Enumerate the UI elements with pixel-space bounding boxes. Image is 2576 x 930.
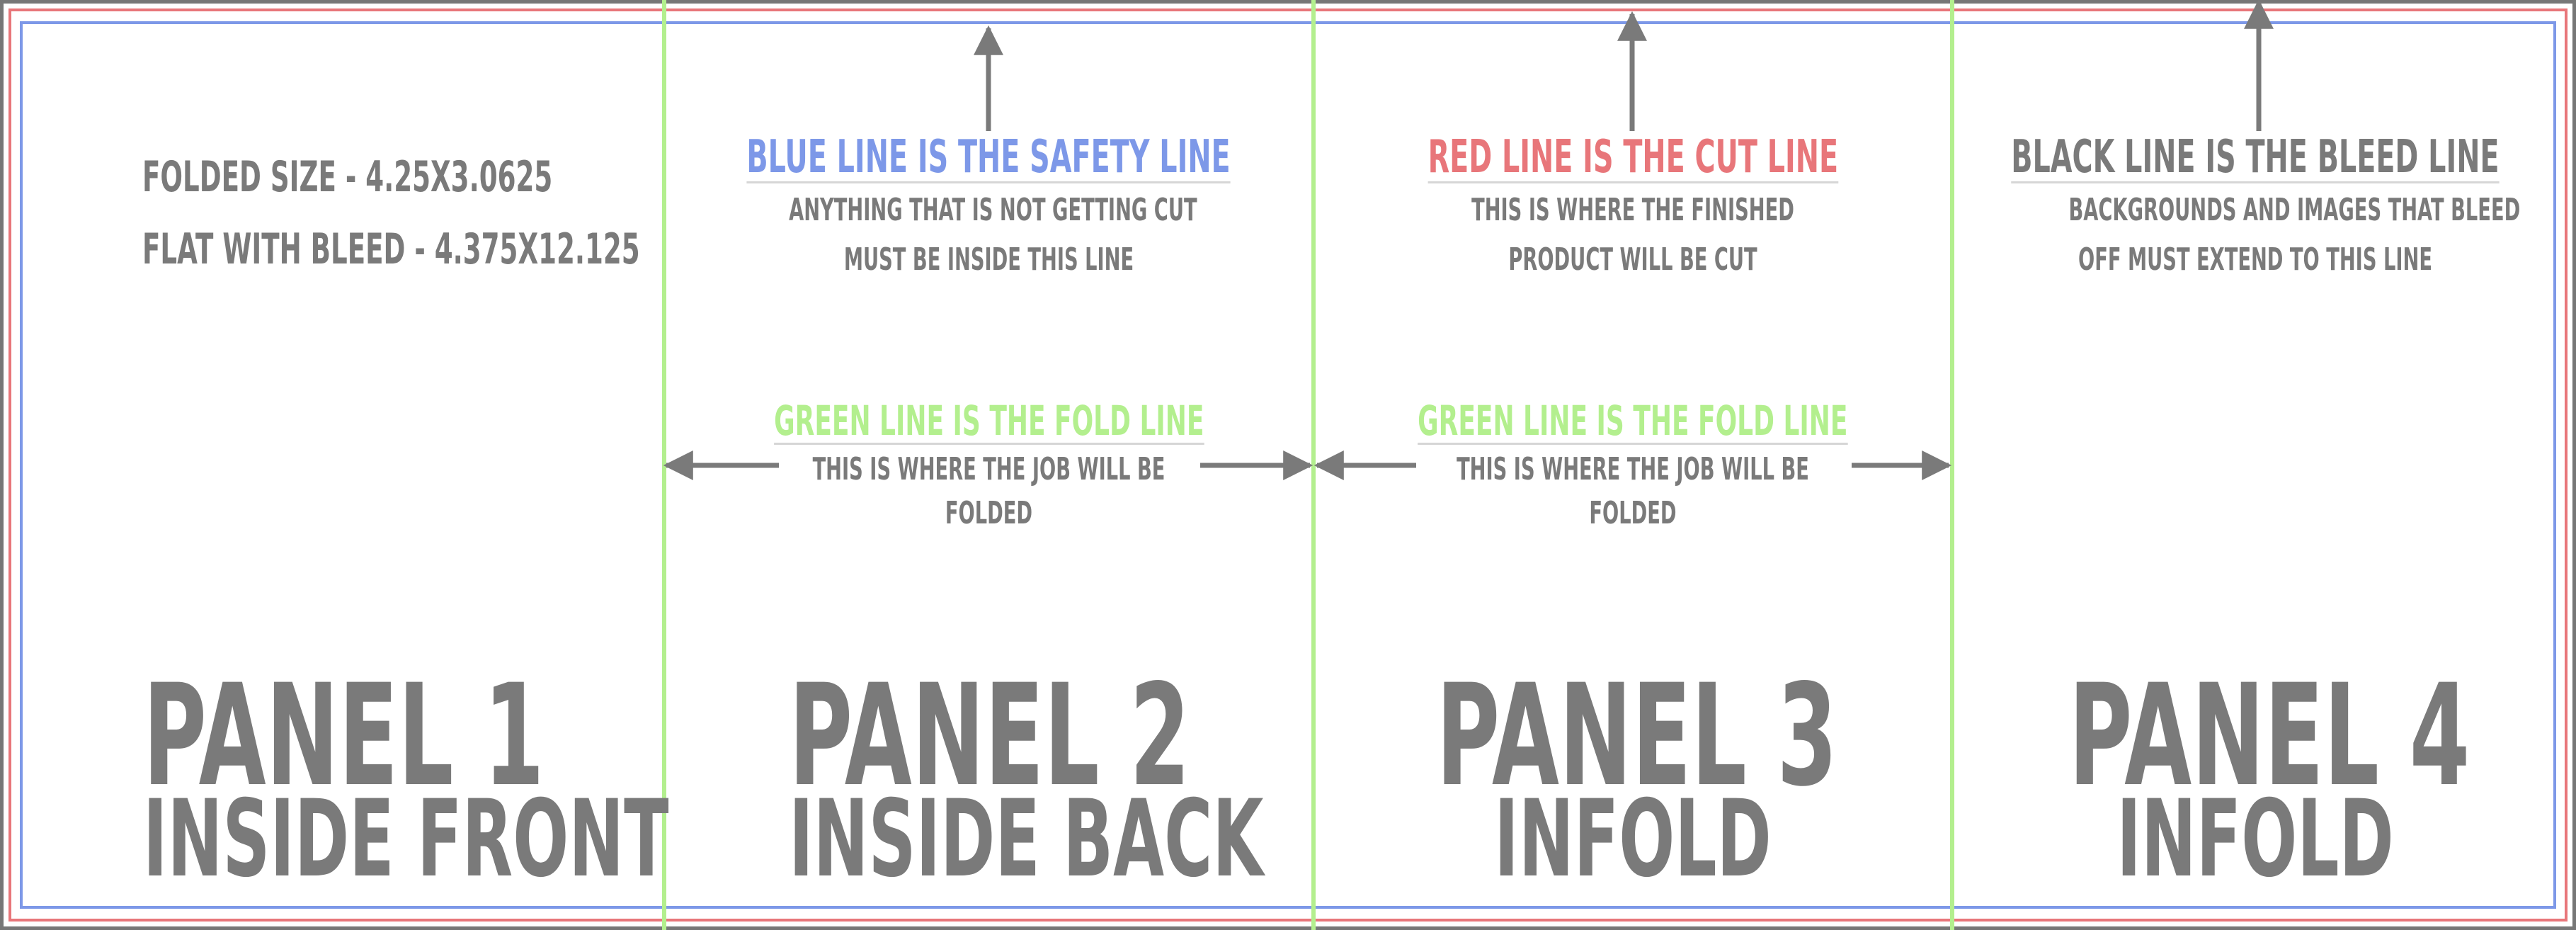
fold-line-desc-2b: FOLDED bbox=[1589, 495, 1677, 531]
safety-line bbox=[20, 21, 2556, 909]
cut-line-desc-1: THIS IS WHERE THE FINISHED bbox=[1471, 192, 1794, 228]
fold-line-desc-1b: FOLDED bbox=[945, 495, 1033, 531]
panel-4-name: INFOLD bbox=[2116, 778, 2394, 901]
safety-line-desc-2: MUST BE INSIDE THIS LINE bbox=[843, 242, 1134, 278]
fold-line-desc-2a: THIS IS WHERE THE JOB WILL BE bbox=[1457, 451, 1809, 487]
safety-line-desc-1: ANYTHING THAT IS NOT GETTING CUT bbox=[789, 192, 1197, 228]
fold-line-title-2: GREEN LINE IS THE FOLD LINE bbox=[1418, 397, 1848, 445]
fold-line-2 bbox=[1311, 0, 1316, 930]
panel-2-number: PANEL 2 bbox=[789, 654, 1190, 817]
cut-line bbox=[8, 8, 2568, 922]
bleed-line-desc-2: OFF MUST EXTEND TO THIS LINE bbox=[2078, 242, 2432, 278]
flat-size-text: FLAT WITH BLEED - 4.375X12.125 bbox=[142, 225, 640, 274]
panel-3-number: PANEL 3 bbox=[1436, 654, 1837, 817]
panel-1-name: INSIDE FRONT bbox=[142, 778, 669, 901]
panel-1-number: PANEL 1 bbox=[142, 654, 545, 817]
bleed-line-title: BLACK LINE IS THE BLEED LINE bbox=[2011, 131, 2500, 183]
panel-2-name: INSIDE BACK bbox=[789, 778, 1264, 901]
folded-size-text: FOLDED SIZE - 4.25X3.0625 bbox=[142, 152, 553, 202]
cut-line-title: RED LINE IS THE CUT LINE bbox=[1427, 131, 1838, 183]
cut-line-desc-2: PRODUCT WILL BE CUT bbox=[1508, 242, 1757, 278]
fold-line-title-1: GREEN LINE IS THE FOLD LINE bbox=[773, 397, 1204, 445]
panel-4-number: PANEL 4 bbox=[2068, 654, 2470, 817]
bleed-line-desc-1: BACKGROUNDS AND IMAGES THAT BLEED bbox=[2068, 192, 2521, 228]
panel-3-name: INFOLD bbox=[1494, 778, 1772, 901]
safety-line-title: BLUE LINE IS THE SAFETY LINE bbox=[746, 131, 1231, 183]
fold-line-3 bbox=[1950, 0, 1954, 930]
fold-line-desc-1a: THIS IS WHERE THE JOB WILL BE bbox=[812, 451, 1166, 487]
